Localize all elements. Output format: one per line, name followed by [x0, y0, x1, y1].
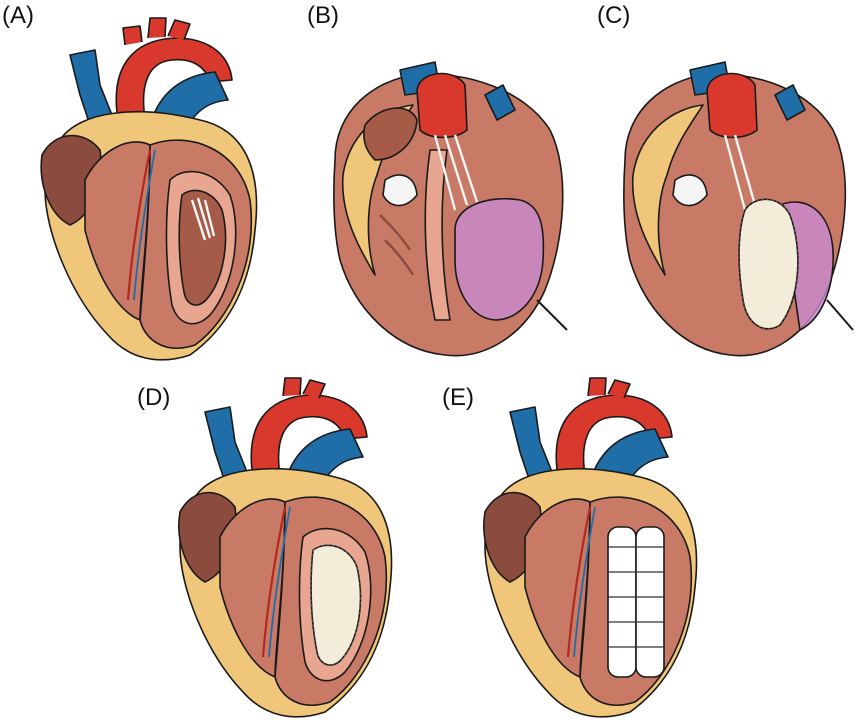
- aortic-branches: [587, 377, 631, 399]
- heart-section-patch-illustration: [623, 61, 854, 357]
- coronary-vein: [133, 149, 156, 301]
- aortic-root-section: [416, 72, 468, 139]
- coronary-vein: [268, 506, 291, 658]
- trabeculae: [379, 214, 415, 276]
- heart-opened-ventricle-illustration: [40, 17, 258, 361]
- aortic-branches: [122, 17, 191, 46]
- panel-label-d: (D): [137, 384, 171, 411]
- heart-section-balloon-illustration: [333, 61, 568, 357]
- aortic-root-section: [706, 72, 758, 139]
- heart-felt-closure-illustration: [483, 377, 698, 718]
- aorta: [250, 394, 368, 478]
- aorta: [555, 394, 673, 478]
- aortic-branches: [282, 377, 326, 399]
- panel-b: (B): [305, 0, 590, 365]
- panel-label-e: (E): [442, 384, 474, 411]
- coronary-vessel: [126, 149, 152, 301]
- heart-patch-closure-illustration: [178, 377, 393, 718]
- vein-right: [774, 84, 806, 121]
- panel-d: (D): [135, 372, 435, 721]
- panel-label-c: (C): [597, 2, 631, 29]
- patch-sutures: [310, 544, 361, 666]
- endoventricular-patch: [738, 198, 799, 330]
- panel-c: (C): [595, 0, 867, 365]
- coronary-vessel: [261, 506, 287, 658]
- mitral-leaflets: [382, 174, 418, 207]
- ventricle-cavity: [178, 189, 227, 306]
- coronary-vein: [573, 506, 596, 658]
- aorta: [115, 37, 233, 121]
- chordae-section: [433, 134, 479, 211]
- balloon-catheter: [826, 299, 854, 331]
- fat-layer: [631, 104, 704, 276]
- mattress-sutures: [608, 546, 664, 648]
- panel-a: (A): [0, 0, 280, 365]
- felt-strip-right: [635, 526, 665, 678]
- coronary-vessel: [566, 506, 592, 658]
- panel-label-b: (B): [307, 2, 339, 29]
- mitral-leaflets: [672, 174, 708, 207]
- chordae-section: [723, 134, 757, 211]
- balloon: [454, 198, 545, 321]
- septum: [424, 149, 451, 321]
- felt-strip-left: [607, 526, 637, 678]
- balloon-catheter: [536, 299, 568, 331]
- left-atrium-section: [363, 107, 418, 161]
- vein-right: [484, 84, 516, 121]
- panel-e: (E): [440, 372, 740, 721]
- panel-label-a: (A): [2, 2, 34, 29]
- chordae: [190, 197, 216, 241]
